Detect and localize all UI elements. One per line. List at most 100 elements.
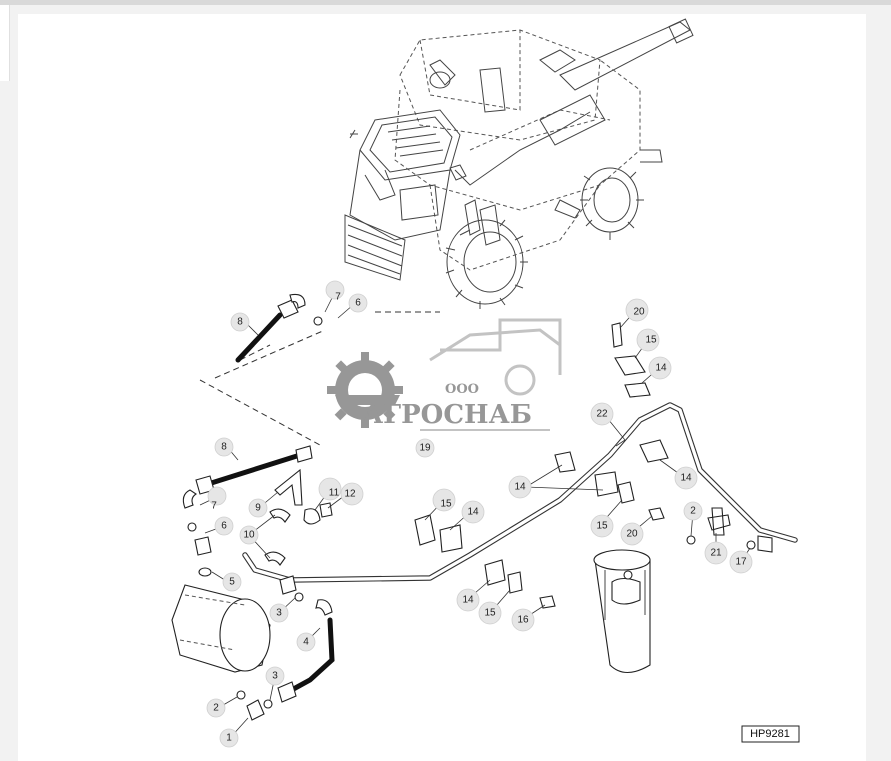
callout-4: 4 <box>296 632 316 652</box>
svg-text:8: 8 <box>221 442 227 453</box>
callout-8-lower: 8 <box>214 437 234 457</box>
callout-15-mid: 15 <box>590 514 614 538</box>
svg-text:6: 6 <box>355 298 361 309</box>
svg-text:5: 5 <box>229 577 235 588</box>
clamp-10-a <box>269 508 291 523</box>
bolt-20-right <box>648 507 665 521</box>
svg-text:20: 20 <box>633 307 645 318</box>
tee-fitting-21 <box>707 507 731 536</box>
bolt-16 <box>539 595 556 609</box>
drawing-code: HP9281 <box>750 728 790 740</box>
callout-2-lower: 2 <box>206 698 226 718</box>
callout-14-top: 14 <box>648 356 672 380</box>
clamp-10-b <box>264 551 286 566</box>
svg-text:15: 15 <box>484 608 496 619</box>
svg-text:3: 3 <box>276 608 282 619</box>
callout-20-mid: 20 <box>620 522 644 546</box>
drawing-code-box: HP9281 <box>741 725 800 743</box>
svg-text:19: 19 <box>419 443 431 454</box>
callout-16: 16 <box>511 608 535 632</box>
fitting-tank-top <box>279 575 297 595</box>
callout-1: 1 <box>219 728 239 748</box>
o-ring-2-right <box>686 535 696 545</box>
o-ring-17 <box>746 540 756 550</box>
clamp-15-top <box>614 355 646 376</box>
callout-15-top: 15 <box>636 328 660 352</box>
callout-14-mid: 14 <box>508 475 532 499</box>
svg-text:22: 22 <box>596 409 608 420</box>
nut-12 <box>319 502 333 518</box>
o-ring-3-lower <box>263 699 273 709</box>
svg-text:21: 21 <box>710 548 722 559</box>
callout-14-bottom: 14 <box>456 588 480 612</box>
clamp-14-bottom <box>484 559 506 586</box>
svg-text:6: 6 <box>221 521 227 532</box>
callout-22: 22 <box>590 402 614 426</box>
hose-8-lower <box>182 445 313 509</box>
callout-19: 19 <box>415 438 435 458</box>
callout-8-upper: 8 <box>230 312 250 332</box>
callout-14-right: 14 <box>674 466 698 490</box>
svg-text:11: 11 <box>329 488 340 499</box>
clamp-14-mid-b <box>594 471 619 497</box>
watermark-org-type: ООО <box>445 382 479 397</box>
oil-tank <box>171 567 271 673</box>
o-ring-3-upper <box>294 592 304 602</box>
callout-10: 10 <box>239 525 259 545</box>
callout-9: 9 <box>248 498 268 518</box>
svg-text:14: 14 <box>514 482 526 493</box>
clamp-14-mid-a <box>554 451 576 473</box>
clamp-15-bottom <box>507 571 523 594</box>
hose-4 <box>277 599 335 703</box>
svg-text:2: 2 <box>213 703 219 714</box>
svg-text:16: 16 <box>517 615 529 626</box>
callout-2-right: 2 <box>683 501 703 521</box>
callout-11: 11 <box>318 477 342 501</box>
bolt-20-top <box>611 322 623 348</box>
left-edge-strip <box>0 5 10 81</box>
dashed-reference-lines <box>199 311 440 446</box>
svg-text:14: 14 <box>655 363 667 374</box>
svg-text:15: 15 <box>440 499 452 510</box>
o-ring-7-lower <box>187 522 197 532</box>
callout-15-bottom: 15 <box>478 601 502 625</box>
parts-diagram: ООО АГРОСНАБ <box>171 18 800 748</box>
callout-15-left: 15 <box>432 488 456 512</box>
svg-text:7: 7 <box>211 501 217 512</box>
callout-14-left: 14 <box>461 500 485 524</box>
svg-text:14: 14 <box>680 473 692 484</box>
watermark-brand: АГРОСНАБ <box>362 400 532 430</box>
clamp-15-left <box>414 514 436 546</box>
fitting-1 <box>246 699 265 721</box>
callout-20-top: 20 <box>625 298 649 322</box>
clamp-14-right <box>639 439 669 463</box>
svg-text:10: 10 <box>243 530 255 541</box>
o-ring-7-upper <box>313 316 323 326</box>
callout-5: 5 <box>222 572 242 592</box>
svg-text:8: 8 <box>237 317 243 328</box>
top-bar <box>0 0 891 5</box>
svg-text:7: 7 <box>335 292 341 303</box>
o-ring-2-lower <box>236 690 246 700</box>
svg-text:4: 4 <box>303 637 309 648</box>
callout-21: 21 <box>704 541 728 565</box>
fitting-6-lower <box>194 536 212 556</box>
svg-text:20: 20 <box>626 529 638 540</box>
watermark-logo: ООО АГРОСНАБ <box>327 318 562 431</box>
fitting-right-end <box>757 535 773 553</box>
combine-silhouette-icon <box>429 318 562 396</box>
callout-7-lower: 7 <box>207 486 227 512</box>
clamp-14-top <box>624 382 651 398</box>
callout-3-upper: 3 <box>269 603 289 623</box>
gear-icon <box>327 352 403 428</box>
callout-17: 17 <box>729 550 753 574</box>
hose-8-upper <box>235 293 306 363</box>
callout-7-upper: 7 <box>325 280 345 303</box>
callout-6-lower: 6 <box>214 516 234 536</box>
svg-text:15: 15 <box>645 335 657 346</box>
svg-text:1: 1 <box>226 733 232 744</box>
callout-6-upper: 6 <box>348 293 368 313</box>
callout-12: 12 <box>340 482 364 506</box>
svg-text:2: 2 <box>690 506 696 517</box>
diagram-panel: ООО АГРОСНАБ <box>18 14 866 761</box>
